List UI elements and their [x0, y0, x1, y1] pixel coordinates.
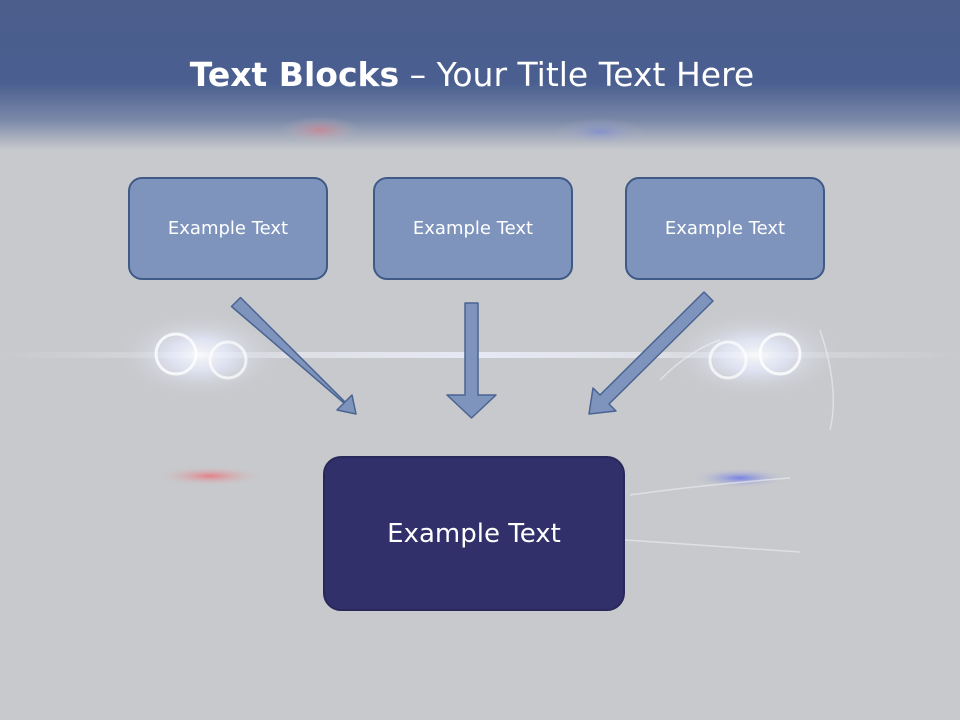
title-rest: Your Title Text Here	[436, 55, 755, 94]
left-headlight-glow	[115, 310, 285, 400]
page-title: Text Blocks – Your Title Text Here	[0, 52, 944, 98]
center-arrow	[446, 302, 497, 419]
lens-flare	[0, 352, 960, 358]
faint-red-light	[280, 116, 360, 144]
target-text-block-label: Example Text	[387, 518, 561, 549]
car-outline	[624, 329, 835, 553]
title-bold-part: Text Blocks	[189, 55, 400, 94]
left-red-bumper-light	[155, 466, 265, 486]
text-block-2: Example Text	[373, 177, 573, 280]
title-header-band	[0, 0, 960, 150]
target-text-block: Example Text	[323, 456, 625, 611]
right-headlight-ring-2	[758, 332, 802, 376]
text-block-3-label: Example Text	[664, 218, 786, 239]
left-arrow	[230, 296, 357, 415]
text-block-1: Example Text	[128, 177, 328, 280]
right-blue-bumper-light	[690, 468, 790, 488]
right-headlight-glow	[665, 310, 845, 400]
text-block-2-label: Example Text	[412, 218, 534, 239]
right-arrow	[588, 291, 714, 415]
faint-blue-light	[555, 118, 645, 146]
left-headlight-ring-2	[208, 340, 248, 380]
text-block-1-label: Example Text	[167, 218, 289, 239]
text-block-3: Example Text	[625, 177, 825, 280]
title-dash: –	[399, 55, 437, 94]
left-headlight-ring-1	[154, 332, 198, 376]
right-headlight-ring-1	[708, 340, 748, 380]
